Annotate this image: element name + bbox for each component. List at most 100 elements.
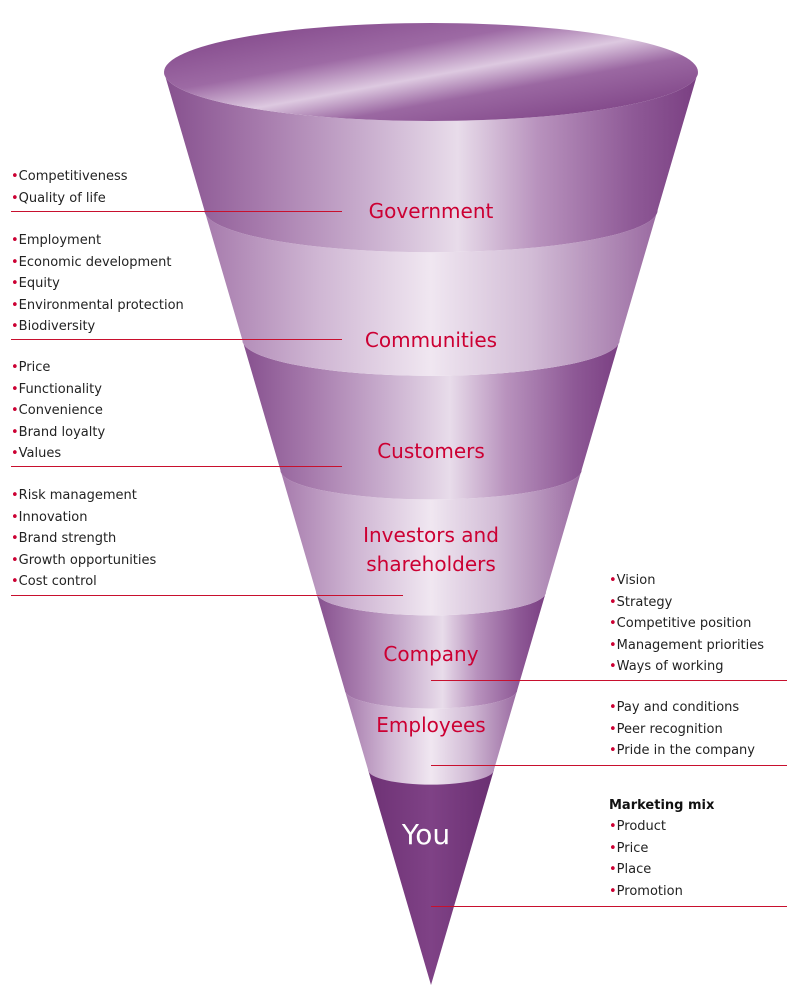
list-item-text: Pride in the company bbox=[616, 743, 755, 758]
band-label-you: You bbox=[401, 818, 451, 851]
list-item-text: Quality of life bbox=[18, 190, 106, 206]
list-item: •Promotion bbox=[609, 881, 683, 903]
bullet-icon: • bbox=[609, 700, 617, 715]
list-item: •Product bbox=[609, 816, 683, 838]
leader-line-company bbox=[431, 680, 787, 681]
bullet-icon: • bbox=[609, 840, 617, 856]
funnel-band-communities bbox=[204, 210, 658, 376]
marketing-mix-list: •Product•Price•Place•Promotion bbox=[609, 816, 683, 902]
list-item-text: Economic development bbox=[18, 254, 172, 270]
list-item-text: Product bbox=[616, 819, 667, 834]
band-label-customers: Customers bbox=[377, 439, 485, 463]
leader-line-employees bbox=[431, 765, 787, 766]
bullet-icon: • bbox=[11, 509, 19, 525]
investors-list: •Risk management•Innovation•Brand streng… bbox=[11, 485, 156, 593]
bullet-icon: • bbox=[11, 360, 19, 375]
list-item-text: Place bbox=[616, 862, 652, 877]
list-item: •Convenience bbox=[11, 400, 105, 422]
list-item: •Price bbox=[609, 838, 683, 860]
list-item: •Risk management bbox=[11, 485, 156, 507]
funnel-band-investors bbox=[280, 470, 582, 616]
list-item-text: Biodiversity bbox=[18, 319, 96, 334]
list-item: •Biodiversity bbox=[11, 316, 184, 338]
list-item-text: Growth opportunities bbox=[18, 552, 157, 568]
band-label-investors-line2: shareholders bbox=[366, 552, 496, 576]
bullet-icon: • bbox=[609, 721, 617, 737]
band-label-company: Company bbox=[383, 642, 479, 666]
funnel-band-customers bbox=[242, 340, 620, 500]
band-label-investors-line1: Investors and bbox=[363, 523, 499, 547]
communities-list: •Employment•Economic development•Equity•… bbox=[11, 230, 184, 338]
list-item: •Peer recognition bbox=[609, 719, 755, 741]
funnel-top-opening bbox=[164, 23, 698, 121]
leader-line-government bbox=[11, 211, 342, 212]
list-item: •Functionality bbox=[11, 379, 105, 401]
band-label-employees: Employees bbox=[376, 713, 486, 737]
list-item: •Brand loyalty bbox=[11, 422, 105, 444]
bullet-icon: • bbox=[609, 594, 617, 610]
list-item-text: Strategy bbox=[616, 594, 673, 610]
bullet-icon: • bbox=[609, 573, 617, 588]
list-item: •Ways of working bbox=[609, 656, 764, 678]
band-label-communities: Communities bbox=[364, 328, 498, 352]
funnel-body bbox=[164, 23, 698, 985]
list-item-text: Convenience bbox=[18, 403, 103, 418]
bullet-icon: • bbox=[11, 403, 19, 418]
list-item-text: Employment bbox=[18, 233, 102, 248]
list-item-text: Competitiveness bbox=[18, 169, 128, 184]
marketing-mix-heading: Marketing mix bbox=[609, 798, 715, 813]
list-item: •Competitiveness bbox=[11, 166, 128, 188]
bullet-icon: • bbox=[11, 233, 19, 248]
list-item: •Growth opportunities bbox=[11, 550, 156, 572]
company-list: •Vision•Strategy•Competitive position•Ma… bbox=[609, 570, 764, 678]
band-label-government: Government bbox=[368, 199, 494, 223]
bullet-icon: • bbox=[11, 190, 19, 206]
leader-line-investors bbox=[11, 595, 403, 596]
list-item: •Quality of life bbox=[11, 188, 128, 210]
list-item-text: Competitive position bbox=[616, 616, 752, 631]
band-label-investors: Investors and shareholders bbox=[326, 521, 536, 579]
bullet-icon: • bbox=[11, 319, 19, 334]
bullet-icon: • bbox=[11, 574, 19, 589]
bullet-icon: • bbox=[11, 488, 19, 503]
list-item-text: Price bbox=[616, 840, 649, 856]
list-item-text: Innovation bbox=[18, 509, 88, 525]
list-item-text: Risk management bbox=[18, 488, 137, 503]
list-item: •Environmental protection bbox=[11, 295, 184, 317]
funnel-band-government bbox=[164, 72, 698, 253]
bullet-icon: • bbox=[11, 254, 19, 270]
list-item: •Place bbox=[609, 859, 683, 881]
list-item: •Pride in the company bbox=[609, 740, 755, 762]
list-item-text: Vision bbox=[616, 573, 656, 588]
list-item: •Competitive position bbox=[609, 613, 764, 635]
funnel-band-employees bbox=[344, 690, 518, 785]
list-item-text: Brand loyalty bbox=[18, 424, 106, 440]
bullet-icon: • bbox=[609, 637, 617, 653]
list-item: •Economic development bbox=[11, 252, 184, 274]
bullet-icon: • bbox=[609, 659, 617, 674]
list-item-text: Peer recognition bbox=[616, 721, 723, 737]
bullet-icon: • bbox=[609, 883, 617, 899]
list-item: •Equity bbox=[11, 273, 184, 295]
bullet-icon: • bbox=[11, 552, 19, 568]
bullet-icon: • bbox=[11, 446, 19, 461]
bullet-icon: • bbox=[11, 424, 19, 440]
list-item-text: Values bbox=[18, 446, 62, 461]
list-item-text: Management priorities bbox=[616, 637, 765, 653]
leader-line-you bbox=[431, 906, 787, 907]
list-item: •Cost control bbox=[11, 571, 156, 593]
funnel-band-company bbox=[316, 592, 546, 709]
list-item-text: Functionality bbox=[18, 381, 102, 397]
leader-line-communities bbox=[11, 339, 342, 340]
funnel-band-you bbox=[368, 770, 494, 985]
list-item: •Values bbox=[11, 443, 105, 465]
bullet-icon: • bbox=[11, 531, 19, 546]
list-item-text: Cost control bbox=[18, 574, 97, 589]
list-item: •Vision bbox=[609, 570, 764, 592]
list-item-text: Equity bbox=[18, 276, 60, 291]
bullet-icon: • bbox=[609, 819, 617, 834]
list-item: •Price bbox=[11, 357, 105, 379]
list-item: •Innovation bbox=[11, 507, 156, 529]
